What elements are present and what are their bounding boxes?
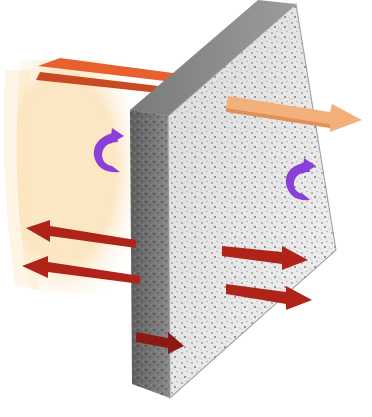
panel-edge-texture <box>130 110 170 398</box>
